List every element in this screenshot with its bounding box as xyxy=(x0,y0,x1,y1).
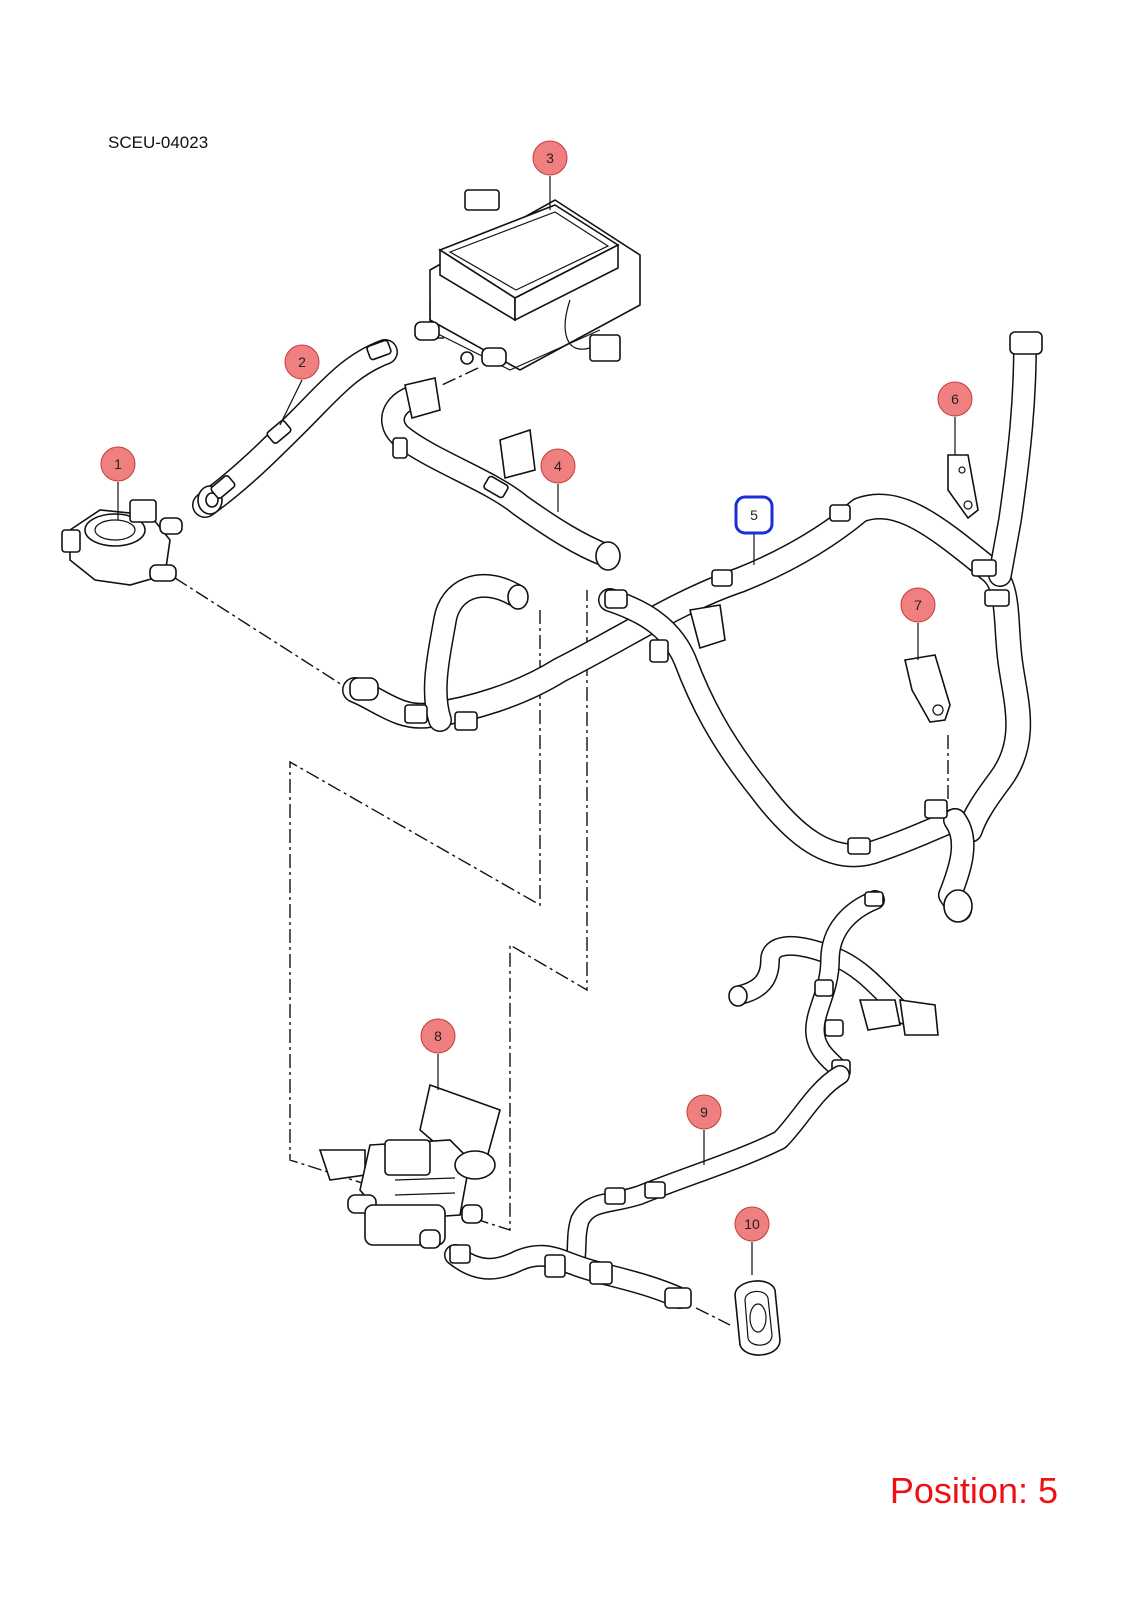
callout-circle xyxy=(532,140,568,176)
bracket-part-7[interactable] xyxy=(904,654,951,723)
selected-marker xyxy=(734,495,774,535)
hose-loop-assembly[interactable] xyxy=(728,890,939,1080)
grommet-part-10[interactable] xyxy=(734,1280,781,1356)
callout-circle xyxy=(420,1018,456,1054)
callout-circle xyxy=(900,587,936,623)
callout-circle xyxy=(734,1206,770,1242)
callout-circle xyxy=(284,344,320,380)
callout-6[interactable]: 6 xyxy=(937,381,973,417)
callout-label: 6 xyxy=(951,391,959,407)
callout-1[interactable]: 1 xyxy=(100,446,136,482)
position-label: Position: 5 xyxy=(889,1470,1058,1511)
callout-leaders xyxy=(117,176,956,1275)
callout-label: 9 xyxy=(700,1104,708,1120)
hose-part-2[interactable] xyxy=(192,339,398,518)
callout-8[interactable]: 8 xyxy=(420,1018,456,1054)
callout-label: 7 xyxy=(914,597,922,613)
callout-10[interactable]: 10 xyxy=(734,1206,770,1242)
callouts[interactable]: 1 2 3 4 5 6 7 8 9 10 xyxy=(100,140,973,1242)
callout-label: 3 xyxy=(546,150,554,166)
callout-label: 8 xyxy=(434,1028,442,1044)
callout-circle xyxy=(686,1094,722,1130)
callout-7[interactable]: 7 xyxy=(900,587,936,623)
callout-circle xyxy=(937,381,973,417)
callout-5[interactable]: 5 xyxy=(734,495,774,535)
pump-part[interactable] xyxy=(61,499,183,586)
callout-circle xyxy=(540,448,576,484)
callout-label: 5 xyxy=(750,507,758,523)
callout-label: 10 xyxy=(744,1216,760,1232)
control-unit-part[interactable] xyxy=(414,189,641,371)
callout-2[interactable]: 2 xyxy=(284,344,320,380)
callout-3[interactable]: 3 xyxy=(532,140,568,176)
valve-part-8[interactable] xyxy=(318,1083,501,1249)
callout-label: 4 xyxy=(554,458,562,474)
bracket-part-6[interactable] xyxy=(947,454,979,520)
hose-part-4[interactable] xyxy=(381,377,621,571)
hose-part-5[interactable] xyxy=(342,331,1043,923)
connection-lines xyxy=(174,337,949,1326)
callout-4[interactable]: 4 xyxy=(540,448,576,484)
callout-9[interactable]: 9 xyxy=(686,1094,722,1130)
callout-circle xyxy=(100,446,136,482)
hose-part-9[interactable] xyxy=(444,1065,850,1309)
callout-label: 2 xyxy=(298,354,306,370)
callout-label: 1 xyxy=(114,456,122,472)
doc-code: SCEU-04023 xyxy=(108,133,209,152)
